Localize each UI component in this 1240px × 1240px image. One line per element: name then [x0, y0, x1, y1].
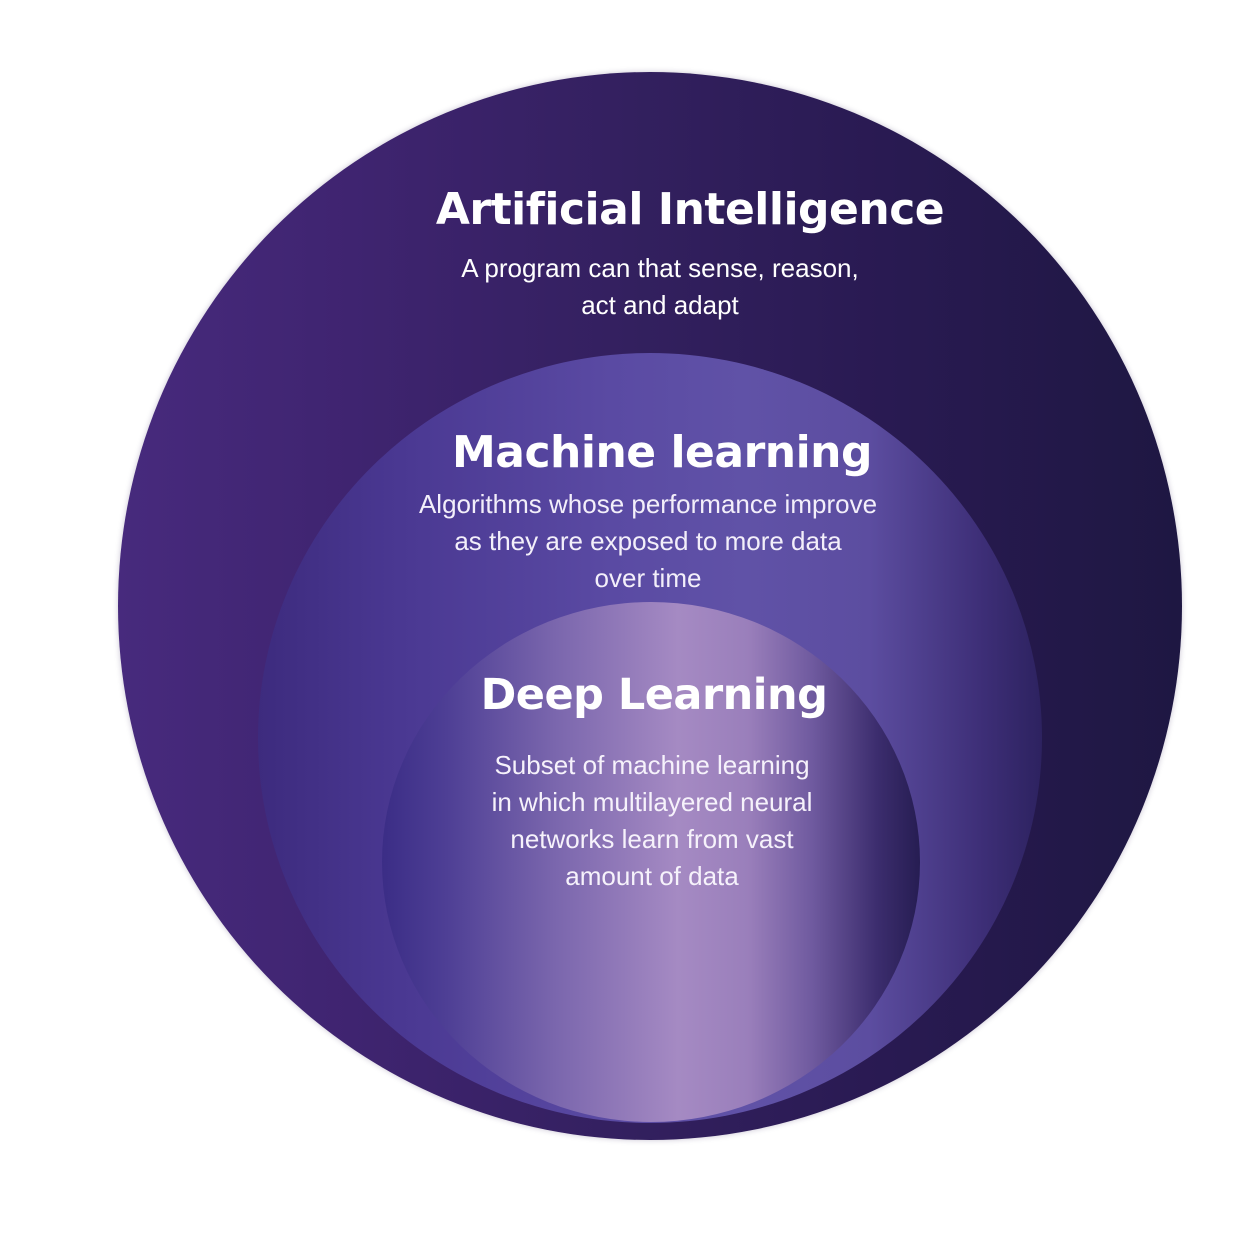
deep-learning-description: Subset of machine learning in which mult… [352, 747, 952, 895]
description-line: Algorithms whose performance improve [418, 489, 878, 519]
description-line: networks learn from vast [510, 824, 794, 854]
description-line: over time [594, 563, 702, 593]
machine-learning-description: Algorithms whose performance improve as … [348, 486, 948, 597]
description-line: as they are exposed to more data [454, 526, 842, 556]
deep-learning-circle [382, 602, 920, 1122]
description-line: amount of data [565, 861, 739, 891]
artificial-intelligence-title: Artificial Intelligence [435, 184, 945, 235]
description-line: Subset of machine learning [494, 750, 810, 780]
description-line: act and adapt [581, 290, 739, 320]
artificial-intelligence-description: A program can that sense, reason, act an… [360, 250, 960, 324]
machine-learning-title: Machine learning [452, 427, 873, 478]
deep-learning-title: Deep Learning [480, 670, 828, 720]
description-line: A program can that sense, reason, [461, 253, 859, 283]
description-line: in which multilayered neural [491, 787, 813, 817]
